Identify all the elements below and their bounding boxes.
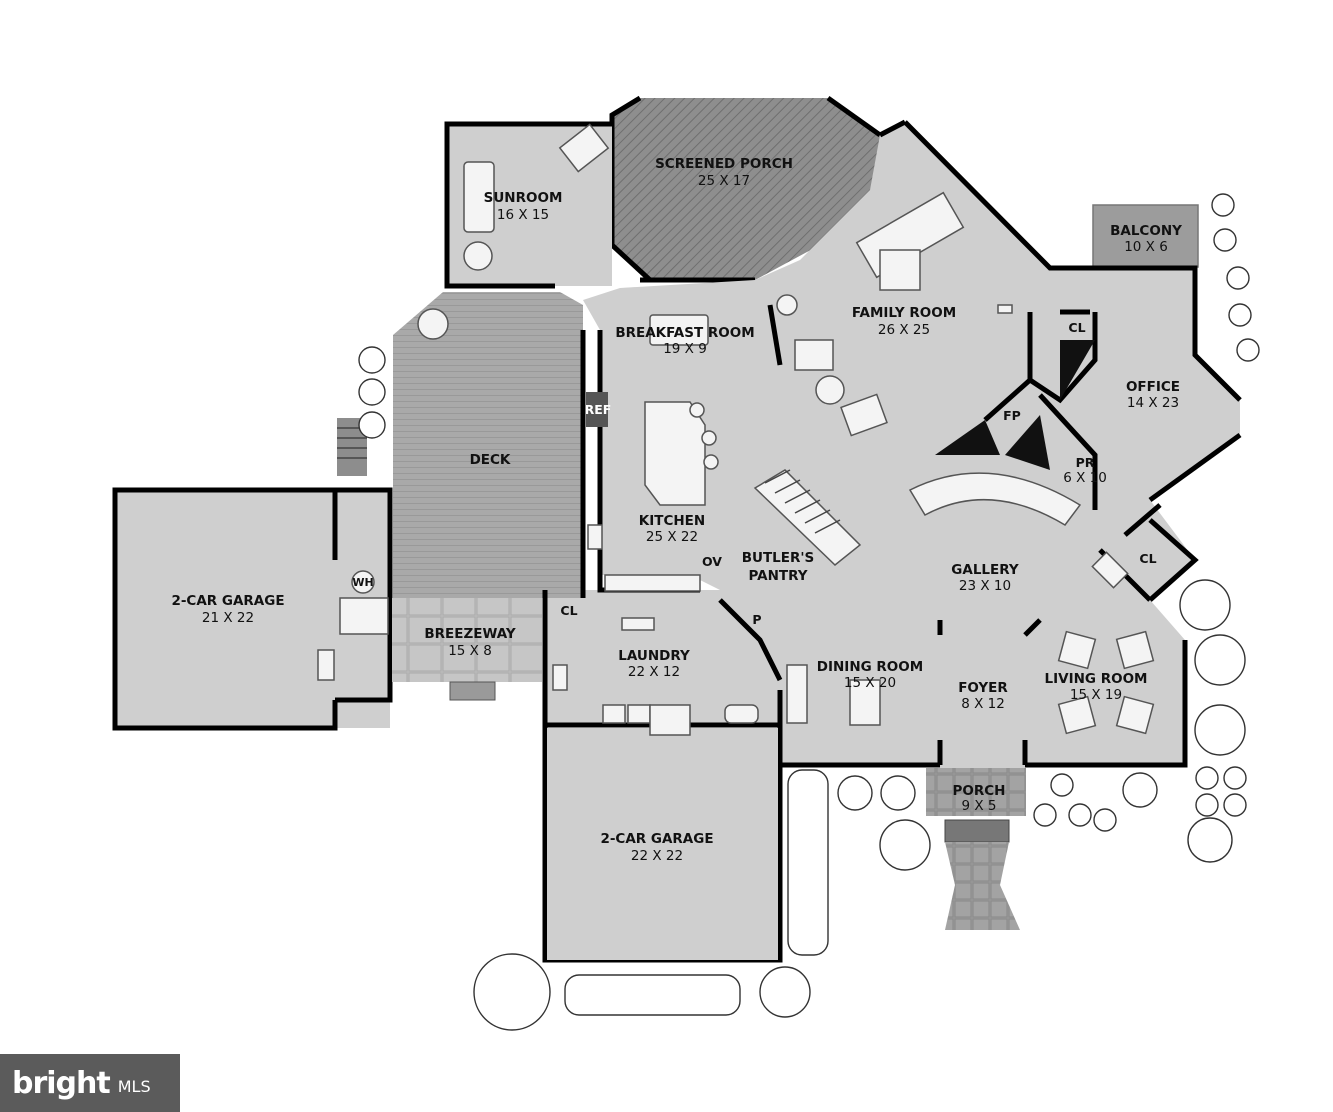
- balcony: [1092, 204, 1199, 268]
- left-garage-name: 2-CAR GARAGE: [171, 593, 284, 609]
- landscaping: [358, 193, 1260, 1031]
- water-heater-circle: [351, 570, 375, 594]
- oven-label: OV: [702, 554, 722, 569]
- closet-label-laundry: CL: [560, 603, 577, 618]
- logo-brand: bright: [12, 1065, 111, 1101]
- balcony-name: BALCONY: [1110, 223, 1182, 239]
- fireplace-label: FP: [1003, 408, 1021, 423]
- bottom-garage-dim: 22 X 22: [631, 848, 683, 864]
- butlers-pantry-name-1: BUTLER'S: [742, 550, 815, 566]
- family-room-name: FAMILY ROOM: [852, 305, 956, 321]
- laundry-dim: 22 X 12: [628, 664, 680, 680]
- front-porch: [926, 768, 1026, 930]
- gallery-name: GALLERY: [951, 562, 1019, 578]
- logo-suffix: MLS: [117, 1076, 151, 1096]
- water-heater-label: WH: [352, 576, 373, 589]
- laundry-fixtures: [552, 617, 759, 736]
- closet-label-office: CL: [1068, 320, 1085, 335]
- foyer-name: FOYER: [958, 680, 1008, 696]
- dining-room-dim: 15 X 20: [844, 675, 896, 691]
- bottom-garage: [547, 728, 778, 960]
- bottom-garage-name: 2-CAR GARAGE: [600, 831, 713, 847]
- house-walls: [542, 119, 1242, 963]
- deck: [337, 292, 583, 598]
- refrigerator-label: REF: [585, 402, 612, 417]
- sunroom: [444, 121, 612, 289]
- kitchen-dim: 25 X 22: [646, 529, 698, 545]
- stairs: [753, 415, 1082, 566]
- breakfast-room-name: BREAKFAST ROOM: [615, 325, 754, 341]
- left-garage: [112, 487, 393, 731]
- left-garage-dim: 21 X 22: [202, 610, 254, 626]
- breezeway-dim: 15 X 8: [448, 643, 492, 659]
- dining-room-name: DINING ROOM: [817, 659, 923, 675]
- screened-porch-dim: 25 X 17: [698, 173, 750, 189]
- breakfast-room-dim: 19 X 9: [663, 341, 707, 357]
- dining-living-furniture: [786, 551, 1155, 735]
- family-room-furniture: [776, 191, 1013, 437]
- office-name: OFFICE: [1126, 379, 1180, 395]
- laundry-name: LAUNDRY: [618, 648, 690, 664]
- kitchen-fixtures: [586, 314, 719, 592]
- fixture-labels: REF OV WH FP P CL CL CL: [351, 320, 1157, 627]
- sunroom-name: SUNROOM: [484, 190, 563, 206]
- sunroom-dim: 16 X 15: [497, 207, 549, 223]
- screened-porch: [609, 95, 882, 283]
- screened-porch-name: SCREENED PORCH: [655, 156, 793, 172]
- porch-name: PORCH: [953, 783, 1006, 799]
- deck-name: DECK: [470, 452, 511, 468]
- powder-room-dim: 6 X 10: [1063, 470, 1107, 486]
- brand-logo: bright MLS: [0, 1054, 180, 1112]
- room-labels: SCREENED PORCH 25 X 17 SUNROOM 16 X 15 F…: [171, 156, 1182, 864]
- balcony-dim: 10 X 6: [1124, 239, 1168, 255]
- family-room-dim: 26 X 25: [878, 322, 930, 338]
- breezeway-name: BREEZEWAY: [424, 626, 516, 642]
- breezeway: [392, 598, 542, 701]
- porch-dim: 9 X 5: [961, 798, 996, 814]
- butlers-pantry-name-2: PANTRY: [748, 568, 807, 584]
- gallery-dim: 23 X 10: [959, 578, 1011, 594]
- living-room-name: LIVING ROOM: [1045, 671, 1148, 687]
- closet-label-gallery: CL: [1139, 551, 1156, 566]
- kitchen-name: KITCHEN: [639, 513, 705, 529]
- living-room-dim: 15 X 19: [1070, 687, 1122, 703]
- powder-room-name: PR: [1076, 455, 1095, 470]
- pantry-label: P: [752, 612, 761, 627]
- foyer-dim: 8 X 12: [961, 696, 1005, 712]
- office-dim: 14 X 23: [1127, 395, 1179, 411]
